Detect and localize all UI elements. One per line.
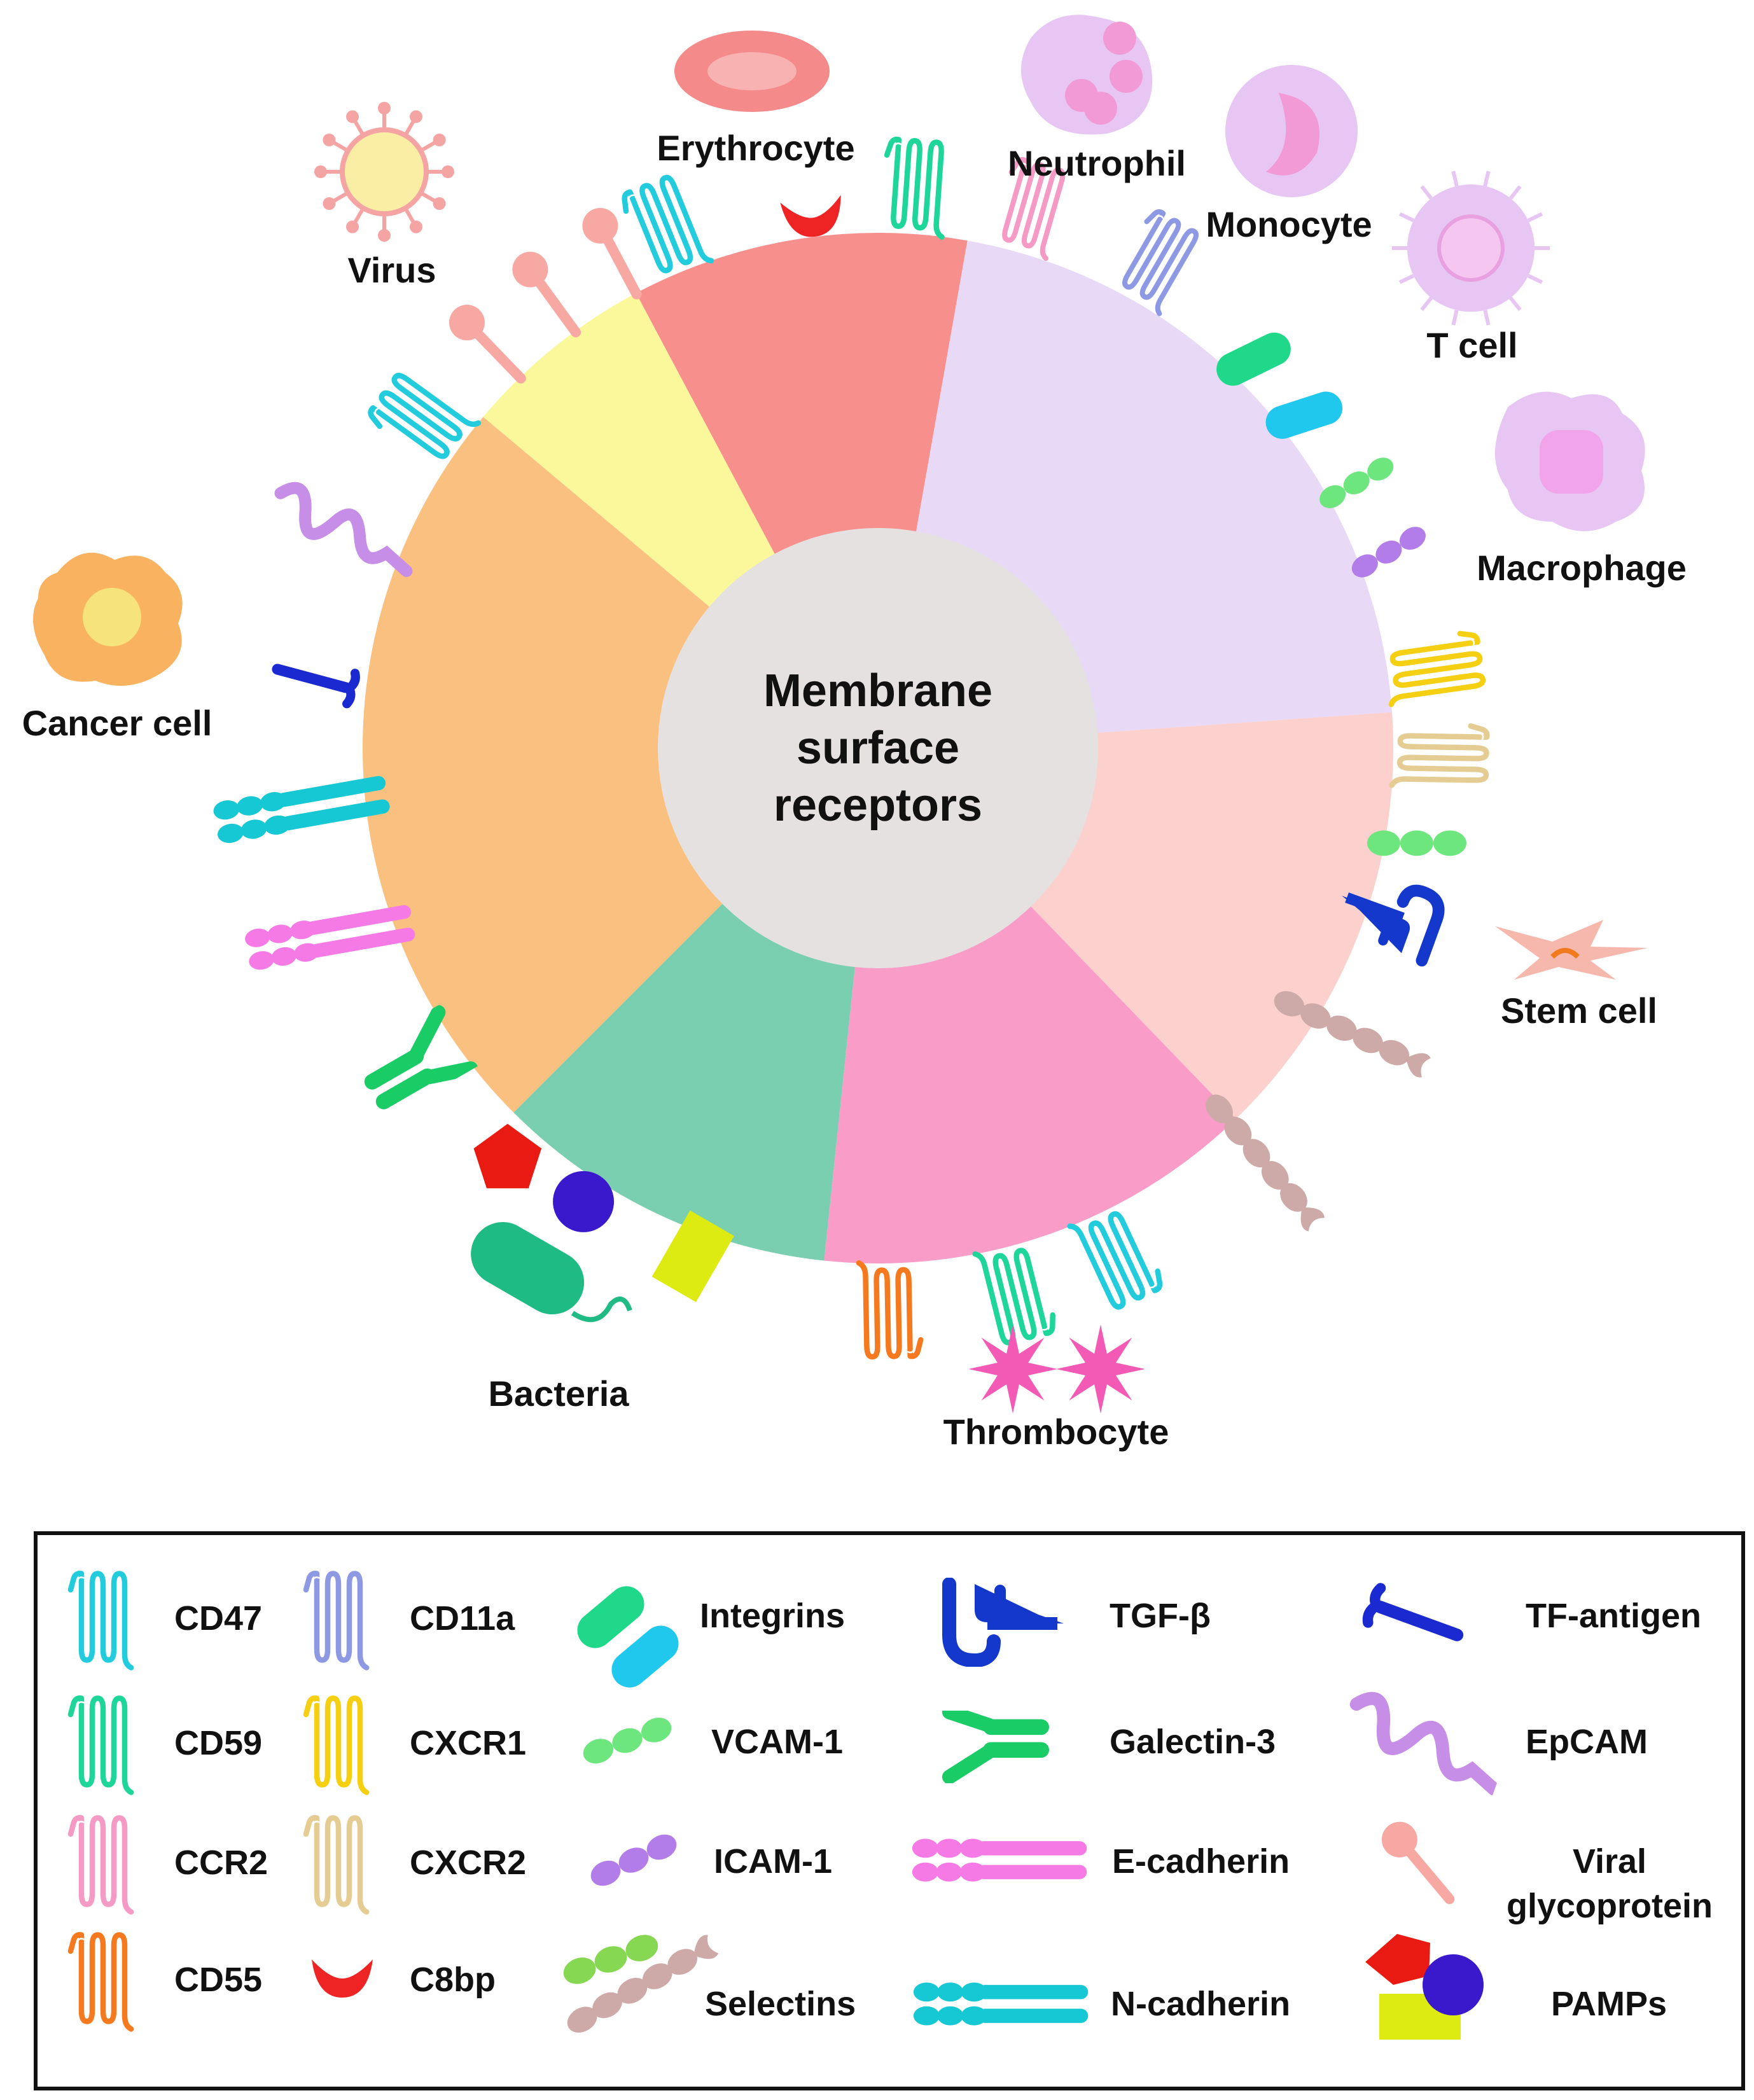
cell-illustrations xyxy=(33,15,1648,1414)
label-erythrocyte: Erythrocyte xyxy=(657,128,854,168)
rim-tfantigen xyxy=(268,652,357,704)
legend-integrins-icon xyxy=(577,1586,679,1688)
rim-ecadherin xyxy=(243,901,417,972)
legend-cxcr1-label: CXCR1 xyxy=(410,1724,526,1762)
sector-cancer-cell xyxy=(363,417,878,1113)
legend-vcam1-label: VCAM-1 xyxy=(711,1723,843,1761)
rim-viral-pin-1 xyxy=(442,297,538,394)
legend-ecadherin-icon xyxy=(912,1839,1087,1882)
thrombocyte-cell-2 xyxy=(1056,1325,1145,1414)
stemcell-cell xyxy=(1495,920,1648,980)
legend-pamps-label: PAMPs xyxy=(1551,1985,1667,2023)
rim-integrin-a xyxy=(1216,332,1291,386)
membrane-receptors xyxy=(212,139,1487,1357)
tcell-cell xyxy=(1392,170,1550,326)
center-title: Membrane surface receptors xyxy=(658,528,1098,968)
rim-cd59-thrombocyte xyxy=(975,1239,1057,1346)
virus-cell xyxy=(314,102,454,242)
legend-selectins-label: Selectins xyxy=(705,1985,856,2023)
label-macrophage: Macrophage xyxy=(1477,548,1687,588)
legend-icam1-icon xyxy=(587,1830,681,1891)
bacteria-cell xyxy=(471,1222,632,1323)
label-cancer-cell: Cancer cell xyxy=(22,703,212,743)
legend-ccr2-label: CCR2 xyxy=(174,1844,268,1882)
legend-tgfb-label: TGF-β xyxy=(1110,1597,1211,1635)
center-title-line1: Membrane xyxy=(763,665,992,716)
label-monocyte: Monocyte xyxy=(1206,204,1372,244)
legend-c8bp-icon xyxy=(312,1959,373,1998)
rim-integrin-b xyxy=(1265,391,1343,439)
rim-cxcr2-stem xyxy=(1392,725,1487,787)
cell-labels: Erythrocyte Neutrophil Monocyte T cell M… xyxy=(22,128,1687,1452)
legend-viral-glycoprotein-icon xyxy=(1374,1814,1466,1915)
rim-selectin-chain-thrombo xyxy=(1199,1088,1326,1233)
legend-frame xyxy=(34,1531,1745,2090)
legend-viral-label-line2: glycoprotein xyxy=(1507,1887,1713,1925)
legend-cxcr2-label: CXCR2 xyxy=(410,1844,526,1882)
rim-viral-pin-2 xyxy=(505,244,594,347)
legend-cd11a-icon xyxy=(306,1573,366,1667)
legend-ncadherin-label: N-cadherin xyxy=(1111,1985,1290,2023)
macrophage-cell xyxy=(1495,391,1645,531)
legend-cd55-label: CD55 xyxy=(174,1961,262,1999)
center-title-line2: surface xyxy=(797,723,959,774)
rim-pamp-blue xyxy=(553,1171,615,1232)
legend-integrins-label: Integrins xyxy=(700,1597,845,1635)
legend: CD47 CD11a Integrins TGF-β TF-antigen CD… xyxy=(34,1531,1745,2090)
rim-ncadherin xyxy=(212,772,392,845)
legend-tfantigen-label: TF-antigen xyxy=(1526,1597,1701,1635)
legend-cd59-icon xyxy=(71,1698,131,1792)
legend-pamps-icon xyxy=(1365,1934,1484,2040)
legend-cxcr2-icon xyxy=(306,1818,366,1912)
rim-pamp-red xyxy=(473,1123,542,1188)
rim-pamp-yellow xyxy=(651,1210,734,1302)
neutrophil-cell xyxy=(1021,15,1153,135)
cancer-cell xyxy=(33,552,183,686)
monocyte-cell xyxy=(1225,65,1358,197)
center-hub xyxy=(658,528,1098,968)
center-title-line3: receptors xyxy=(774,780,982,831)
rim-cd59-erythrocyte xyxy=(882,139,949,237)
legend-icam1-label: ICAM-1 xyxy=(714,1842,832,1881)
legend-epcam-label: EpCAM xyxy=(1526,1723,1648,1761)
legend-galectin3-icon xyxy=(949,1712,1049,1777)
legend-icons xyxy=(71,1573,1509,2040)
legend-epcam-icon xyxy=(1345,1693,1508,1789)
label-neutrophil: Neutrophil xyxy=(1008,143,1186,183)
legend-galectin3-label: Galectin-3 xyxy=(1110,1723,1276,1761)
thrombocyte-cell-1 xyxy=(968,1325,1057,1414)
label-stemcell: Stem cell xyxy=(1501,991,1657,1031)
legend-cd11a-label: CD11a xyxy=(410,1599,515,1638)
legend-ecadherin-label: E-cadherin xyxy=(1112,1842,1290,1881)
legend-cd59-label: CD59 xyxy=(174,1724,262,1762)
legend-ncadherin-icon xyxy=(913,1982,1089,2026)
label-tcell: T cell xyxy=(1426,325,1517,365)
rim-cd55-thrombocyte xyxy=(859,1262,921,1358)
erythrocyte-cell xyxy=(674,31,830,112)
rim-icam1 xyxy=(1347,522,1430,582)
rim-cxcr1-stem xyxy=(1383,631,1485,704)
rim-c8bp xyxy=(780,195,841,237)
rim-vcam1 xyxy=(1315,453,1398,513)
legend-cd47-label: CD47 xyxy=(174,1599,262,1638)
legend-vcam1-icon xyxy=(580,1713,675,1768)
label-thrombocyte: Thrombocyte xyxy=(943,1412,1169,1452)
legend-c8bp-label: C8bp xyxy=(410,1961,496,1999)
legend-ccr2-icon xyxy=(71,1818,131,1912)
label-bacteria: Bacteria xyxy=(488,1373,629,1414)
rim-selectin-stem xyxy=(1367,830,1466,856)
legend-viral-label-line1: Viral xyxy=(1573,1842,1646,1881)
legend-cxcr1-icon xyxy=(306,1698,366,1792)
legend-tgfb-icon xyxy=(949,1584,1064,1660)
legend-cd55-icon xyxy=(71,1935,131,2029)
label-virus: Virus xyxy=(347,250,436,290)
rim-epcam xyxy=(270,483,421,571)
legend-tfantigen-icon xyxy=(1366,1587,1469,1655)
legend-cd47-icon xyxy=(71,1573,131,1667)
